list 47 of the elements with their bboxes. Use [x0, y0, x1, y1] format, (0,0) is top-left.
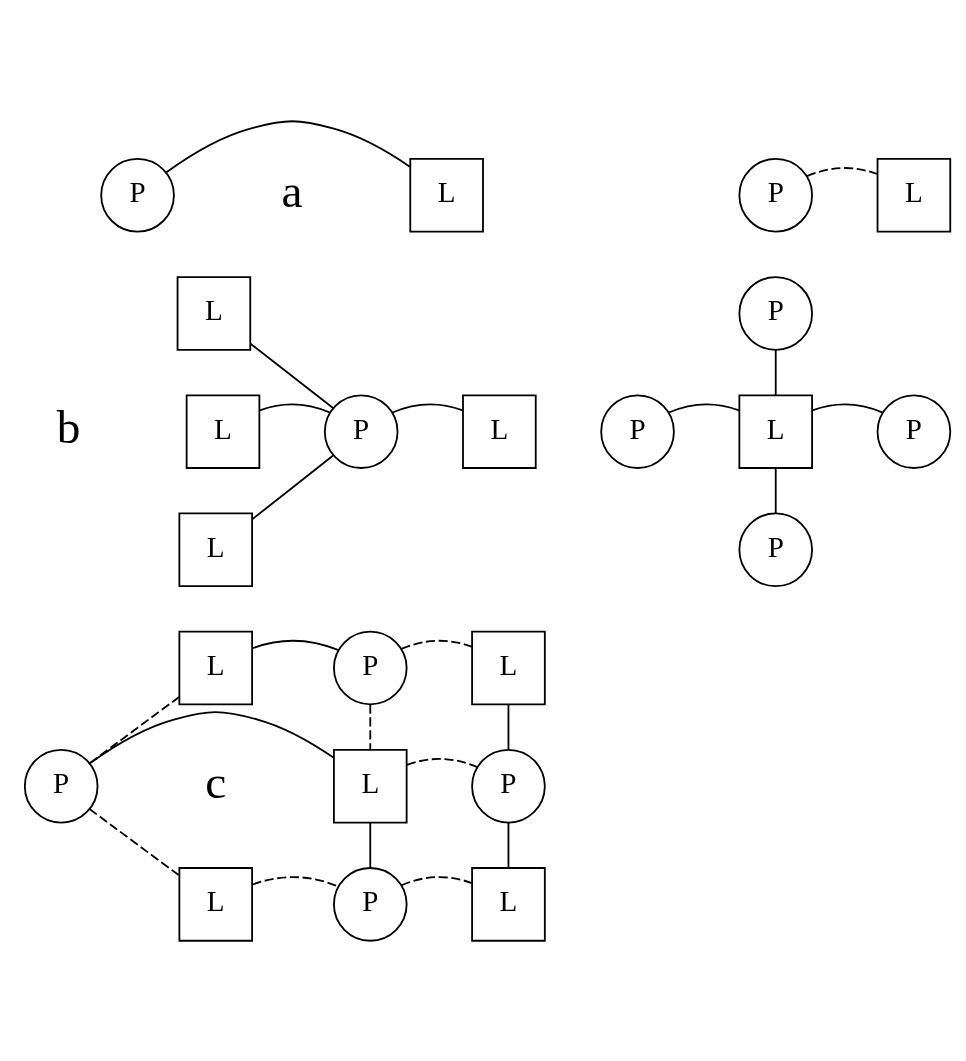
connector — [249, 342, 334, 409]
node-box: L — [178, 630, 253, 705]
label: a — [281, 164, 303, 217]
connector — [811, 403, 884, 413]
node-box: L — [471, 866, 546, 942]
node-circle: P — [100, 157, 175, 233]
node-box: L — [178, 866, 253, 942]
connector — [667, 403, 740, 413]
connector — [251, 639, 340, 651]
connector — [251, 454, 335, 520]
connector — [88, 695, 181, 764]
node-circle: P — [600, 393, 675, 469]
node-box: L — [185, 393, 261, 469]
connector — [369, 821, 372, 869]
node-circle: P — [876, 393, 952, 469]
connector — [507, 821, 510, 869]
connector — [400, 639, 473, 650]
node-circle: P — [738, 275, 813, 351]
connector — [507, 703, 510, 750]
node-box: L — [176, 275, 252, 351]
connector — [369, 703, 372, 750]
node-circle: P — [333, 630, 408, 705]
node-circle: P — [333, 866, 408, 942]
node-circle: P — [23, 748, 99, 823]
connector — [391, 403, 464, 413]
connector — [406, 757, 478, 768]
node-box: L — [738, 393, 813, 469]
connector — [400, 875, 473, 886]
connector — [165, 119, 411, 173]
connector — [774, 467, 777, 514]
node-box: L — [333, 748, 408, 823]
node-circle: P — [738, 157, 813, 233]
node-box: L — [471, 630, 546, 705]
connector — [88, 807, 180, 876]
connector — [88, 710, 335, 764]
node-box: L — [409, 157, 484, 233]
connector — [806, 166, 879, 177]
node-circle: P — [323, 393, 399, 469]
node-box: L — [876, 157, 952, 233]
node-circle: P — [738, 512, 813, 587]
node-circle: P — [471, 748, 546, 823]
label: c — [205, 755, 227, 808]
connector — [774, 348, 777, 396]
node-box: L — [178, 512, 253, 587]
node-box: L — [462, 393, 537, 469]
label: b — [56, 400, 81, 453]
connector — [258, 403, 331, 413]
